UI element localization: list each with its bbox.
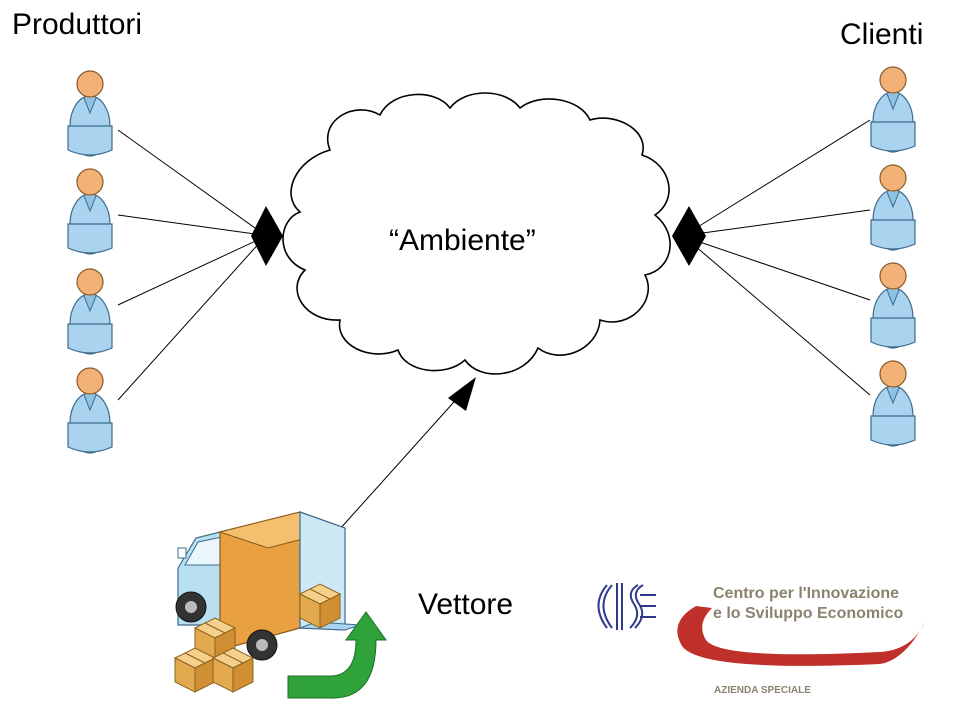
environment-label: “Ambiente” — [389, 224, 536, 257]
logo-line-1: Centro per l'Innovazione — [713, 585, 900, 602]
client-person-icon-3 — [870, 262, 916, 349]
link-producer-2 — [117, 214, 263, 236]
cise-logo-mark — [597, 583, 656, 630]
link-client-4 — [687, 239, 871, 396]
producer-links — [117, 129, 263, 401]
clients-label: Clienti — [840, 18, 924, 51]
carrier-label: Vettore — [418, 588, 514, 621]
carrier-link — [329, 392, 463, 541]
client-person-icon-2 — [870, 164, 916, 251]
link-client-1 — [687, 119, 871, 234]
producer-person-icon-2 — [67, 168, 113, 255]
producer-person-icon-3 — [67, 268, 113, 355]
clients-connector-diamond — [672, 206, 706, 266]
producers-label: Produttori — [12, 8, 143, 41]
logo-red-swoosh — [677, 606, 925, 666]
logo-line-2: e lo Sviluppo Economico — [713, 605, 904, 622]
client-links — [687, 119, 871, 396]
cargo-box-icon — [299, 583, 341, 629]
logo-line-3: AZIENDA SPECIALE — [714, 685, 811, 696]
producers-connector-diamond — [251, 206, 283, 266]
link-producer-3 — [117, 237, 263, 306]
clients-group — [870, 66, 916, 447]
link-producer-4 — [117, 239, 263, 401]
green-arrow-icon — [287, 611, 387, 699]
producer-person-icon-1 — [67, 70, 113, 157]
client-person-icon-4 — [870, 360, 916, 447]
truck-icon — [175, 511, 361, 661]
producer-person-icon-4 — [67, 367, 113, 454]
link-client-3 — [687, 237, 871, 301]
carrier-arrowhead — [448, 377, 476, 411]
link-client-2 — [687, 209, 871, 236]
client-person-icon-1 — [870, 66, 916, 153]
environment-cloud — [282, 92, 671, 375]
producers-group — [67, 70, 113, 454]
link-producer-1 — [117, 129, 263, 234]
